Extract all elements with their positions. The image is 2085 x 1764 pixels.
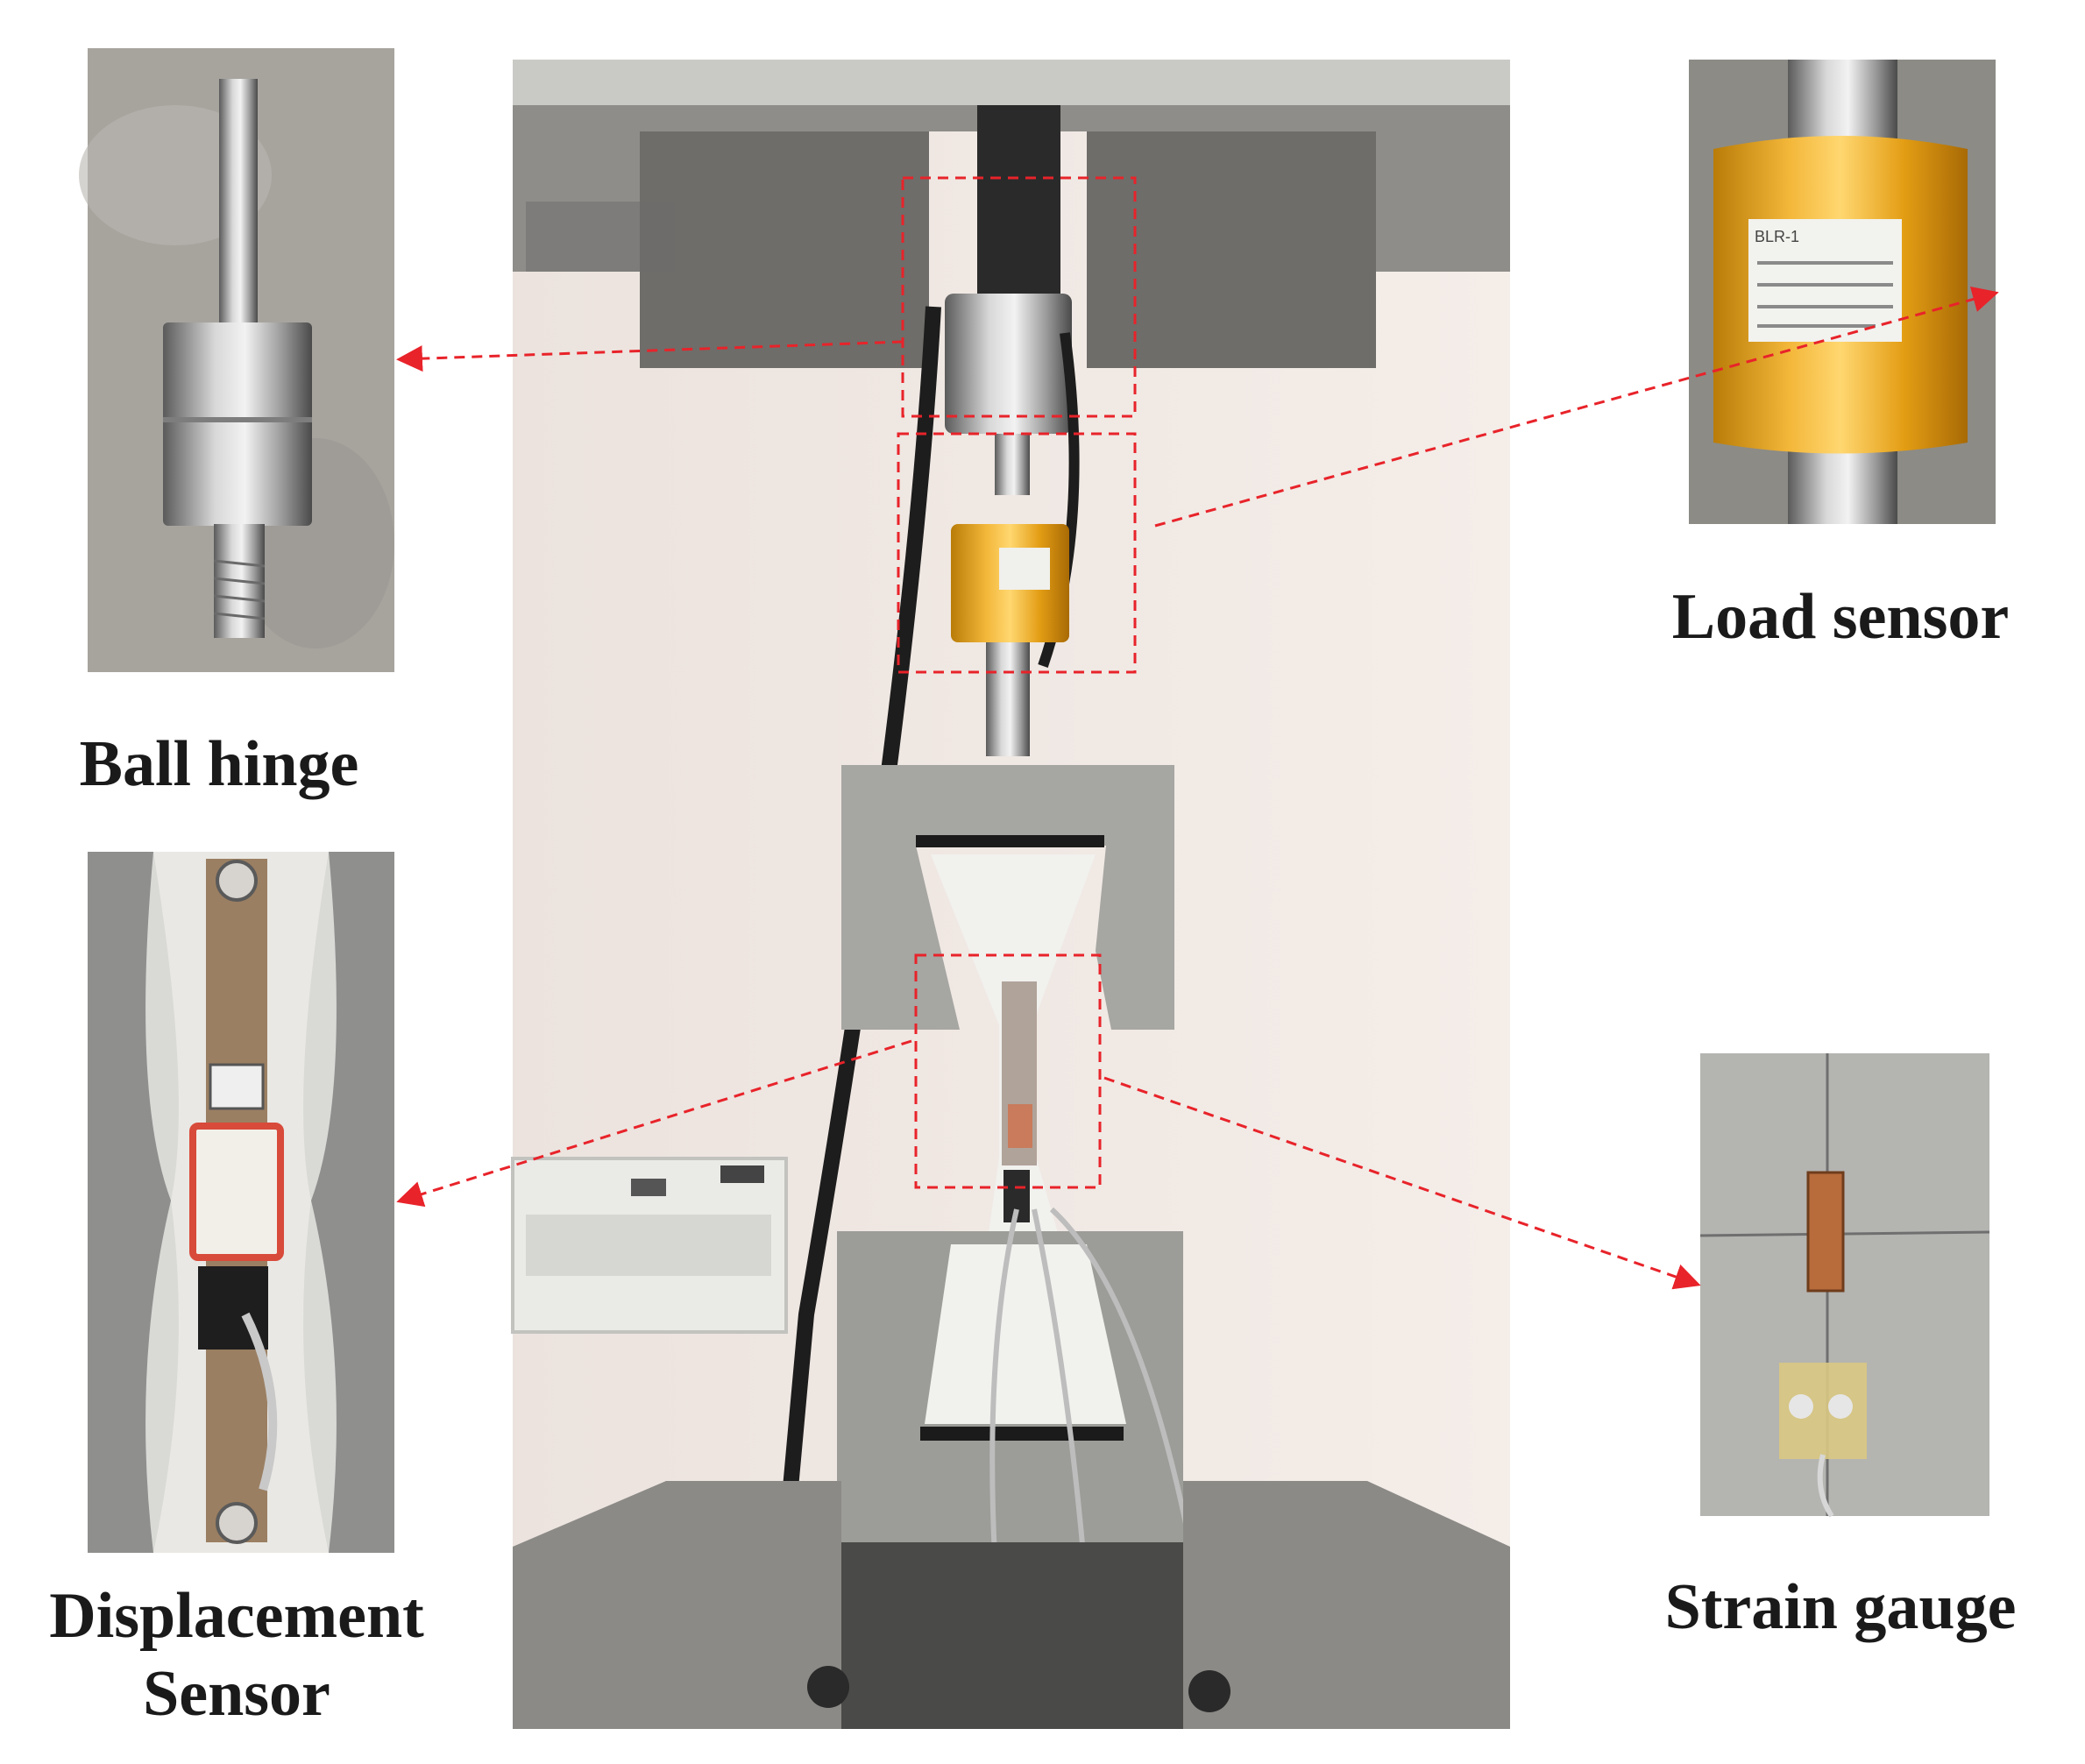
load-sensor-label: Load sensor <box>1671 581 2010 653</box>
load-sensor-tag-text: BLR-1 <box>1755 228 1799 245</box>
ball-hinge-arrow <box>396 340 904 372</box>
ball-hinge-box <box>901 176 1137 418</box>
displacement-sensor-label-line2: Sensor <box>143 1657 330 1730</box>
displacement-sensor-label: Displacement Sensor <box>9 1577 465 1733</box>
strain-gauge-label: Strain gauge <box>1664 1571 2017 1643</box>
annotation-boxes <box>897 176 1137 1189</box>
load-sensor-box <box>897 432 1137 674</box>
main-test-photo <box>511 60 1510 1729</box>
load-sensor-arrow <box>1154 286 1999 528</box>
displacement-sensor-photo <box>88 852 394 1553</box>
displacement-sensor-label-line1: Displacement <box>49 1580 424 1652</box>
displacement-sensor-arrow <box>396 1039 912 1208</box>
ball-hinge-photo <box>79 48 394 672</box>
specimen-box <box>914 953 1102 1189</box>
load-sensor-photo: BLR-1 <box>1689 60 1996 524</box>
annotation-arrows <box>396 286 1999 1290</box>
ball-hinge-label: Ball hinge <box>79 728 359 800</box>
strain-gauge-photo <box>1699 1053 1990 1518</box>
